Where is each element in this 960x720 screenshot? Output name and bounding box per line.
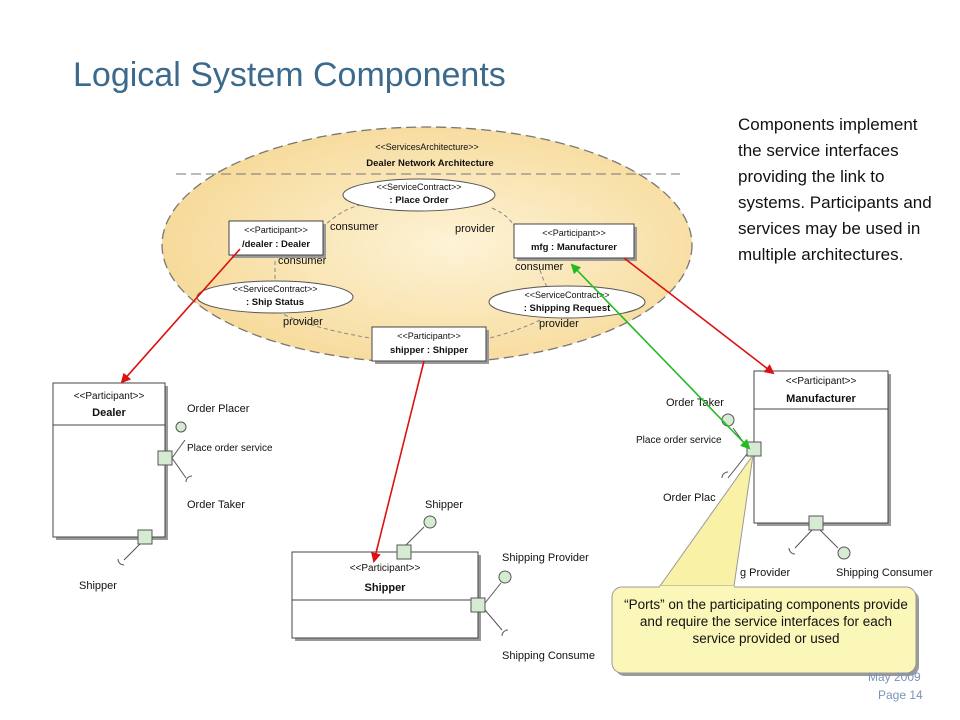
dealer-port-shipper[interactable] [137,529,153,545]
contract-shipping-request-name: : Shipping Request [524,303,611,314]
shipper-port-shipping-consumer: Shipping Consume [502,650,595,662]
dealer-port-order-taker: Order Taker [187,499,245,511]
participant-shipper: <<Participant>> shipper : Shipper [371,326,489,364]
manufacturer-port-shipping-provider: g Provider [740,567,790,579]
role-consumer-3: consumer [515,261,564,273]
contract-place-order: <<ServiceContract>> : Place Order [342,178,496,212]
participant-mfg-stereotype: <<Participant>> [542,228,606,238]
role-consumer-1: consumer [330,221,379,233]
shipper-port-shipping[interactable] [470,597,486,613]
component-dealer-name: Dealer [92,407,126,419]
contract-shipping-request: <<ServiceContract>> : Shipping Request [488,285,646,319]
component-manufacturer-stereotype: <<Participant>> [786,376,857,387]
shipper-port-shipper-label: Shipper [425,499,463,511]
role-consumer-2: consumer [278,255,327,267]
mapping-arrows [120,248,775,563]
manufacturer-port-place-order-service: Place order service [636,435,722,446]
manufacturer-port-shipping[interactable] [808,515,824,531]
arrow-manufacturer [623,257,775,375]
dealer-port-shipper-label: Shipper [79,580,117,592]
dealer-port-order-placer: Order Placer [187,403,250,415]
footer-date: May 2009 [868,670,921,684]
participant-mfg: <<Participant>> mfg : Manufacturer [513,223,637,261]
shipper-port-shipper[interactable] [396,544,412,560]
architecture-name: Dealer Network Architecture [366,158,493,169]
callout-text: “Ports” on the participating components … [624,597,908,646]
role-provider-1: provider [455,223,495,235]
participant-dealer: <<Participant>> /dealer : Dealer [228,220,326,258]
component-shipper-stereotype: <<Participant>> [350,563,421,574]
dealer-port-place-order[interactable] [157,450,173,466]
component-manufacturer: <<Participant>> Manufacturer Order Taker… [636,370,933,579]
manufacturer-port-order-taker: Order Taker [666,397,724,409]
contract-ship-status-name: : Ship Status [246,297,304,308]
shipper-port-shipping-provider: Shipping Provider [502,552,589,564]
manufacturer-port-order[interactable] [746,441,762,457]
services-architecture: <<ServicesArchitecture>> Dealer Network … [161,126,693,364]
arrow-port-link [570,263,751,450]
component-dealer-stereotype: <<Participant>> [74,391,145,402]
component-dealer: <<Participant>> Dealer Order Placer Plac… [52,382,273,592]
contract-ship-status-stereotype: <<ServiceContract>> [232,284,317,294]
slide-title: Logical System Components [73,56,506,94]
arrow-dealer [120,248,241,384]
component-shipper: <<Participant>> Shipper Shipper Shipping… [291,499,595,662]
participant-shipper-stereotype: <<Participant>> [397,331,461,341]
component-manufacturer-name: Manufacturer [786,393,856,405]
contract-place-order-stereotype: <<ServiceContract>> [376,182,461,192]
contract-ship-status: <<ServiceContract>> : Ship Status [196,280,354,314]
contract-place-order-name: : Place Order [389,195,448,206]
contract-shipping-request-stereotype: <<ServiceContract>> [524,290,609,300]
component-shipper-name: Shipper [365,582,407,594]
manufacturer-port-shipping-consumer: Shipping Consumer [836,567,933,579]
role-provider-3: provider [539,318,579,330]
architecture-stereotype: <<ServicesArchitecture>> [375,142,479,152]
ports-callout [611,454,919,676]
footer-page-number: Page 14 [878,688,923,702]
manufacturer-port-order-placer: Order Plac [663,492,716,504]
description-text: Components implement the service interfa… [738,115,932,264]
participant-shipper-name: shipper : Shipper [390,345,468,356]
role-provider-2: provider [283,316,323,328]
participant-dealer-name: /dealer : Dealer [242,239,310,250]
participant-mfg-name: mfg : Manufacturer [531,242,617,253]
dealer-port-place-order-service: Place order service [187,443,273,454]
arrow-shipper [371,360,425,563]
participant-dealer-stereotype: <<Participant>> [244,225,308,235]
